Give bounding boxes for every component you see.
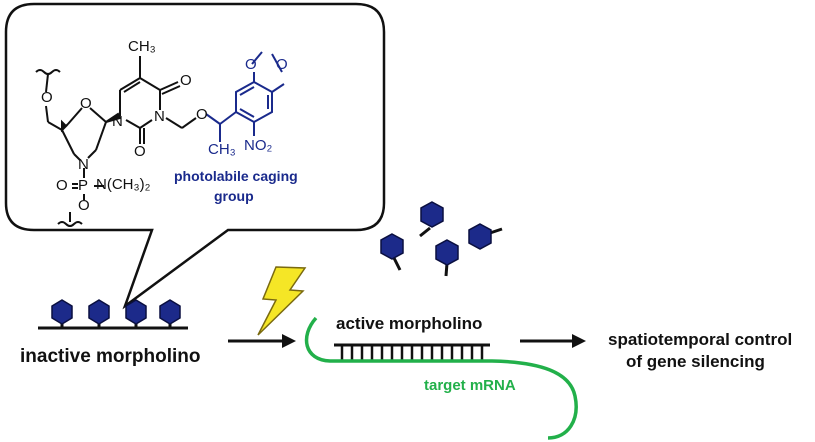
caged-hexagon-icon: [435, 239, 459, 266]
dioxole-o-left: O: [245, 56, 257, 73]
arrow-icon: [520, 334, 586, 348]
caged-hexagon-icon: [380, 233, 404, 260]
released-cage-3: [380, 233, 404, 271]
atom-label-n-uracil: N: [112, 113, 123, 130]
target-mrna-label: target mRNA: [424, 377, 516, 394]
atom-label-o-bottom: O: [78, 197, 90, 214]
active-morpholino-label: active morpholino: [336, 314, 483, 333]
methyl-label-top: CH₃: [128, 38, 156, 55]
dimethylamino-label: N(CH₃)₂: [96, 176, 151, 193]
caged-hexagon-icon: [88, 299, 110, 325]
atom-label-o-linker: O: [41, 89, 53, 106]
cage-label-line1: photolabile caging: [174, 168, 298, 184]
atom-label-n-uracil-3: N: [154, 108, 165, 125]
active-duplex: [304, 316, 578, 440]
caged-hexagon-icon: [159, 299, 181, 325]
caged-hexagon-icon: [420, 201, 444, 228]
atom-label-o-ring: O: [80, 95, 92, 112]
caged-hexagon-icon: [51, 299, 73, 325]
released-cage-4: [435, 239, 459, 277]
released-cage-1: [419, 201, 444, 238]
caged-hexagon-icon: [468, 223, 492, 250]
atom-label-o-uracil-top: O: [180, 72, 192, 89]
dioxole-o-right: O: [276, 56, 288, 73]
speech-bubble: [4, 2, 386, 310]
caging-group-structure: [205, 51, 285, 142]
result-label-line1: spatiotemporal control: [608, 330, 793, 349]
inactive-morpholino-label: inactive morpholino: [20, 346, 201, 367]
released-cage-2: [468, 223, 503, 250]
cage-methyl-label: CH₃: [208, 141, 236, 158]
atom-label-p: P: [78, 177, 89, 194]
mrna-strand: [304, 316, 578, 440]
cage-label-line2: group: [214, 188, 254, 204]
atom-label-o-ether: O: [196, 106, 208, 123]
atom-label-o-double: O: [56, 177, 68, 194]
arrow-icon: [228, 334, 296, 348]
lightning-bolt-icon: [257, 266, 307, 336]
morpholino-structure: [35, 56, 197, 227]
atom-label-n-ring: N: [78, 156, 89, 173]
nitro-label: NO₂: [244, 137, 273, 154]
result-label-line2: of gene silencing: [626, 352, 765, 371]
caged-hexagon-icon: [125, 299, 147, 325]
atom-label-o-uracil-bottom: O: [134, 143, 146, 160]
